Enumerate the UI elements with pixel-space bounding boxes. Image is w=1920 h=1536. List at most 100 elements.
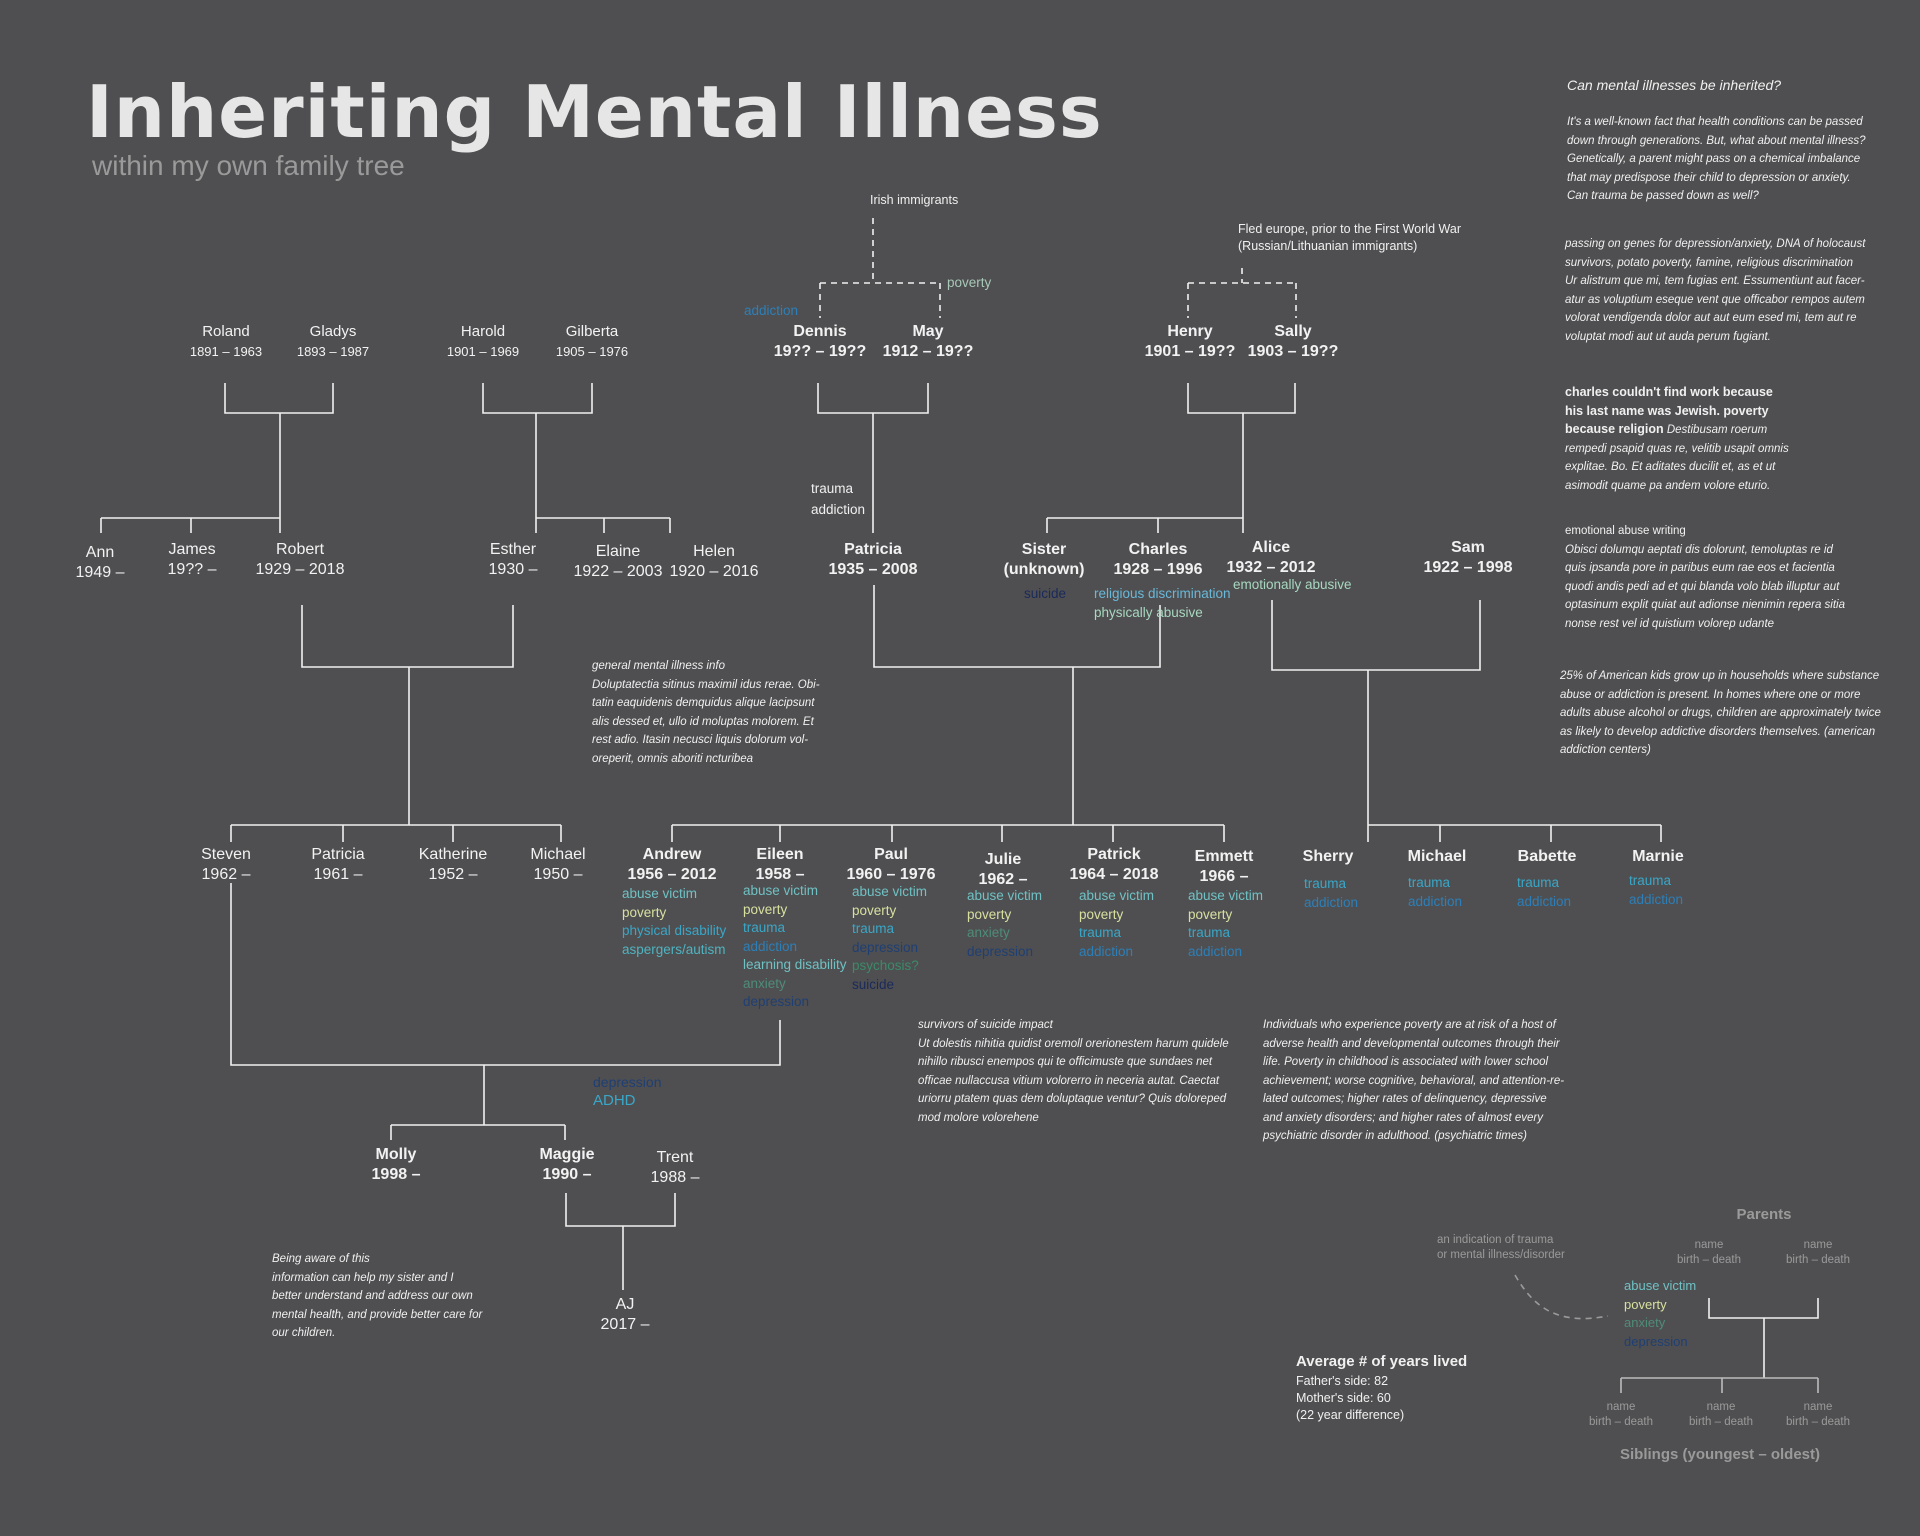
trait-poverty: poverty [852,902,897,918]
person-esther: Esther 1930 – [473,540,553,580]
trait-religious-discrimination: religious discrimination [1094,586,1231,601]
person-name: Emmett [1194,848,1254,865]
person-harold: Harold 1901 – 1969 [443,322,523,362]
sidebar-emotional-abuse: emotional abuse writing Obisci dolumqu a… [1565,522,1845,633]
legend-trait-poverty: poverty [1624,1296,1667,1312]
traits-babette: trauma addiction [1517,874,1571,911]
person-name: Robert [275,541,325,558]
person-name: James [168,541,216,558]
legend-trait-depression: depression [1624,1333,1688,1349]
trait-poverty: poverty [947,275,992,290]
trait-trauma: trauma [811,481,854,496]
note-line: 25% of American kids grow up in househol… [1560,670,1880,682]
legend-birth-death: birth – death [1677,1254,1741,1266]
person-sister: Sister (unknown) [994,540,1094,580]
legend-trait-abuse-victim: abuse victim [1624,1278,1697,1293]
trait-anxiety: anxiety [967,925,1010,940]
note-line: explitae. Bo. Et aditates ducilit et, as… [1565,461,1776,473]
origin-europe-line: Fled europe, prior to the First World Wa… [1238,222,1461,236]
traits-sister: suicide [1024,585,1066,604]
page-title: Inheriting Mental Illness [86,70,1103,154]
trait-addiction: addiction [744,303,799,318]
legend-parent-1: name birth – death [1659,1238,1759,1268]
trait-abuse-victim: abuse victim [743,883,819,898]
legend-indication-line: an indication of trauma [1437,1234,1554,1246]
legend-parent-2: name birth – death [1768,1238,1868,1268]
person-michael-sam: Michael [1397,847,1477,867]
legend-name: name [1606,1401,1636,1413]
trait-addiction: addiction [1304,894,1359,910]
person-dates: 1932 – 2012 [1226,559,1316,576]
note-line: survivors, potato poverty, famine, relig… [1565,256,1854,269]
note-line: tatin eaquidenis demquidus alique lacips… [592,697,815,709]
note-line: optasinum explit quiat aut adionse nieni… [1565,599,1845,611]
traits-julie: abuse victim poverty anxiety depression [967,887,1042,961]
legend-parents-title: Parents [1694,1207,1834,1222]
note-line: abuse or addiction is present. In homes … [1560,688,1861,701]
person-name: Eileen [756,846,804,863]
trait-addiction: addiction [1188,943,1243,959]
person-maggie: Maggie 1990 – [517,1145,617,1185]
person-dates: 1952 – [428,866,478,883]
person-dates: 1962 – [201,866,251,883]
sidebar-charles: charles couldn't find work because his l… [1565,383,1789,495]
trait-poverty: poverty [1079,906,1124,922]
traits-maggie: depression ADHD [593,1073,662,1110]
person-name: Trent [656,1149,694,1166]
origin-europe-line: (Russian/Lithuanian immigrants) [1238,239,1418,253]
person-eileen: Eileen 1958 – [730,845,830,885]
trait-abuse-victim: abuse victim [967,888,1043,903]
note-line: as likely to develop addictive disorders… [1560,725,1876,738]
person-name: May [912,323,944,340]
sidebar-question: Can mental illnesses be inherited? [1567,76,1781,95]
origin-europe: Fled europe, prior to the First World Wa… [1238,221,1461,255]
person-james: James 19?? – [152,540,232,580]
average-difference: (22 year difference) [1296,1408,1405,1422]
person-name: Dennis [793,323,847,340]
person-name: Ann [85,544,115,561]
trait-depression: depression [743,994,810,1009]
note-line: adverse health and developmental outcome… [1263,1037,1560,1050]
person-helen: Helen 1920 – 2016 [664,542,764,582]
note-line: Being aware of this [272,1253,370,1265]
person-trent: Trent 1988 – [635,1148,715,1188]
note-line: achievement; worse cognitive, behavioral… [1263,1074,1565,1087]
average-mother: Mother's side: 60 [1296,1391,1391,1405]
person-name: Paul [874,846,908,863]
person-name: Elaine [595,543,641,560]
person-dates: 1990 – [542,1166,592,1183]
average-father: Father's side: 82 [1296,1374,1389,1388]
person-dates: 1928 – 1996 [1113,561,1203,578]
person-name: Molly [375,1146,417,1163]
traits-dennis: addiction [744,302,798,321]
trait-abuse-victim: abuse victim [852,884,928,899]
person-name: Julie [984,851,1022,868]
legend-indication: an indication of trauma or mental illnes… [1437,1233,1565,1263]
person-dates: 1998 – [371,1166,421,1183]
note-line: Doluptatectia sitinus maximil idus rerae… [592,678,820,691]
note-line: Can trauma be passed down as well? [1567,190,1759,202]
person-dates: 1905 – 1976 [555,344,629,359]
note-suicide-impact: survivors of suicide impact Ut dolestis … [918,1016,1229,1127]
person-dates: 1893 – 1987 [296,344,370,359]
legend-birth-death: birth – death [1589,1416,1653,1428]
trait-depression: depression [852,939,919,955]
note-line: addiction centers) [1560,744,1651,756]
person-dates: 1912 – 19?? [882,343,974,360]
sidebar-genes: passing on genes for depression/anxiety,… [1565,235,1865,346]
trait-trauma: trauma [1188,925,1231,940]
trait-emotionally-abusive: emotionally abusive [1233,577,1352,592]
person-ann: Ann 1949 – [60,543,140,583]
note-awareness: Being aware of this information can help… [272,1250,482,1343]
person-robert: Robert 1929 – 2018 [250,540,350,580]
person-dates: (unknown) [1003,561,1085,578]
person-marnie: Marnie [1618,847,1698,867]
note-line: rest adio. Itasin necusci liquis dolorum… [592,734,809,746]
note-line: information can help my sister and I [272,1271,454,1284]
person-patrick: Patrick 1964 – 2018 [1058,845,1170,885]
person-dates: 1930 – [488,561,538,578]
person-name: Maggie [539,1146,595,1163]
person-dates: 1920 – 2016 [669,563,759,580]
person-paul: Paul 1960 – 1976 [836,845,946,885]
